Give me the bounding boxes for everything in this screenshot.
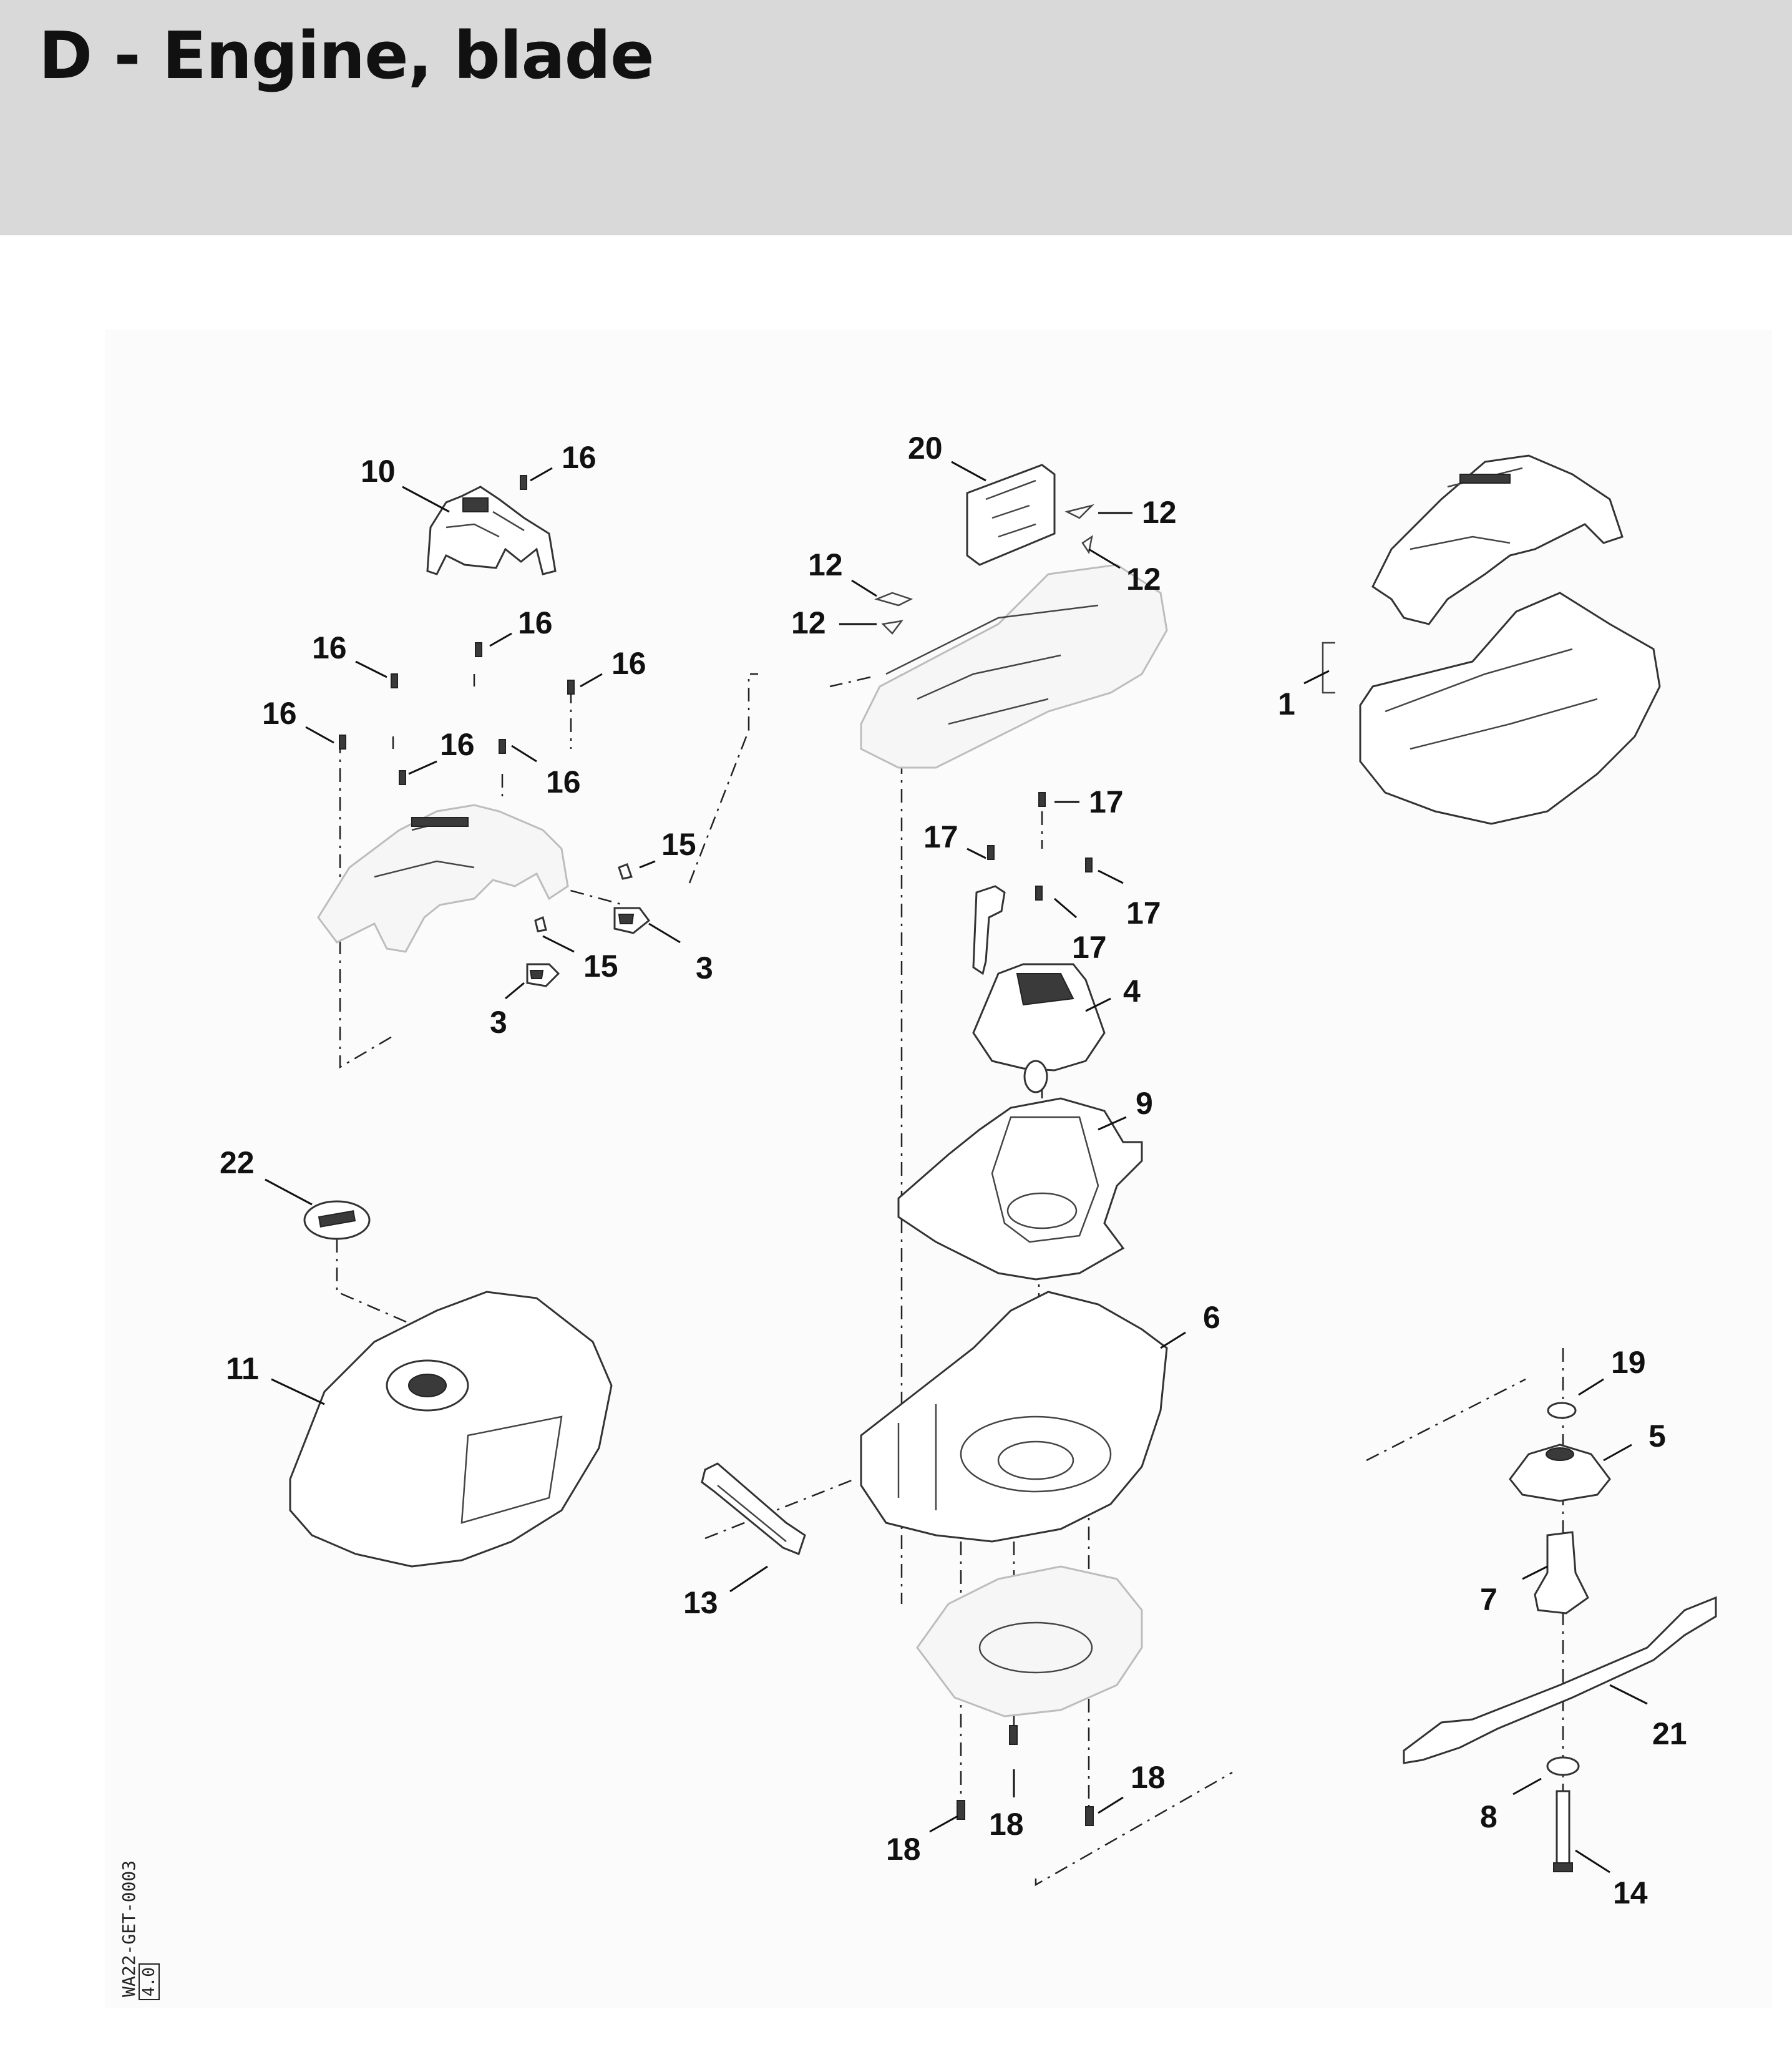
callout-16: 16 xyxy=(611,646,646,681)
callout-20: 20 xyxy=(908,431,943,466)
callout-9: 9 xyxy=(1136,1086,1153,1121)
callout-14: 14 xyxy=(1613,1875,1648,1910)
part-13-carry-handle xyxy=(701,1462,806,1555)
callout-18: 18 xyxy=(886,1832,921,1867)
callout-16: 16 xyxy=(546,765,581,799)
callout-16: 16 xyxy=(440,727,475,762)
part-5-blade-hub xyxy=(1509,1444,1611,1502)
cable-harness xyxy=(972,885,1006,975)
part-18-screws xyxy=(957,1725,1094,1826)
callout-19: 19 xyxy=(1611,1345,1646,1380)
callout-16: 16 xyxy=(262,696,297,731)
part-6-lower-housing xyxy=(860,1291,1168,1543)
part-15-bumper-left xyxy=(534,916,547,932)
part-12-springs xyxy=(874,504,1095,635)
callout-8: 8 xyxy=(1480,1799,1497,1834)
callout-17: 17 xyxy=(1089,784,1124,819)
callout-12: 12 xyxy=(808,547,843,582)
callout-17: 17 xyxy=(923,819,958,854)
callout-5: 5 xyxy=(1648,1419,1666,1454)
callout-12: 12 xyxy=(791,605,826,640)
callout-13: 13 xyxy=(683,1585,718,1620)
part-21-blade xyxy=(1403,1596,1717,1764)
callout-17: 17 xyxy=(1072,930,1107,965)
callout-7: 7 xyxy=(1480,1582,1497,1617)
chassis-underside xyxy=(916,1565,1143,1718)
part-3-clip-left xyxy=(526,963,560,987)
part-22-logo-badge xyxy=(303,1200,371,1240)
callout-21: 21 xyxy=(1652,1716,1687,1751)
part-20-circuit-board xyxy=(966,464,1056,566)
part-8-lock-washer xyxy=(1546,1756,1580,1776)
callout-18: 18 xyxy=(989,1807,1024,1842)
callout-11: 11 xyxy=(226,1351,259,1386)
part-17-screws xyxy=(987,792,1093,901)
callout-3: 3 xyxy=(490,1005,507,1040)
chassis-top xyxy=(860,564,1168,769)
part-19-o-ring xyxy=(1547,1402,1577,1419)
part-3-clip-right xyxy=(613,907,651,934)
callout-6: 6 xyxy=(1203,1300,1220,1335)
part-11-top-cover xyxy=(289,1291,613,1568)
callout-3: 3 xyxy=(696,950,713,985)
part-1-housing-assembly xyxy=(1322,454,1661,825)
callout-15: 15 xyxy=(583,949,618,984)
callout-labels: 10 16 16 16 16 16 16 16 20 12 12 12 12 1… xyxy=(220,431,1687,1910)
callout-16: 16 xyxy=(312,630,347,665)
drawing-revision: 4.0 xyxy=(139,1963,160,2000)
callout-16: 16 xyxy=(562,440,597,475)
callout-18: 18 xyxy=(1131,1760,1166,1795)
callout-10: 10 xyxy=(361,454,396,489)
part-14-blade-screw xyxy=(1553,1790,1573,1872)
callout-15: 15 xyxy=(661,827,696,862)
part-10-cover-bracket xyxy=(426,486,557,575)
callout-4: 4 xyxy=(1123,974,1141,1009)
drawing-code: WA22-GET-0003 xyxy=(119,1860,139,1997)
callout-1: 1 xyxy=(1278,687,1295,721)
callout-12: 12 xyxy=(1142,495,1177,530)
page-title: D - Engine, blade xyxy=(39,17,655,94)
callout-16: 16 xyxy=(518,605,553,640)
leader-lines xyxy=(265,461,1648,1874)
upper-housing-assembly xyxy=(317,804,569,953)
callout-17: 17 xyxy=(1126,896,1161,931)
callout-12: 12 xyxy=(1126,562,1161,597)
part-4-motor xyxy=(972,963,1106,1093)
part-16-screws xyxy=(339,475,575,785)
assembly-lines xyxy=(336,673,1564,1887)
header-bar: D - Engine, blade xyxy=(0,0,1792,235)
part-7-blade-adapter xyxy=(1534,1531,1589,1615)
part-15-bumper-right xyxy=(618,863,633,880)
part-9-motor-mount xyxy=(897,1097,1143,1281)
callout-22: 22 xyxy=(220,1145,255,1180)
